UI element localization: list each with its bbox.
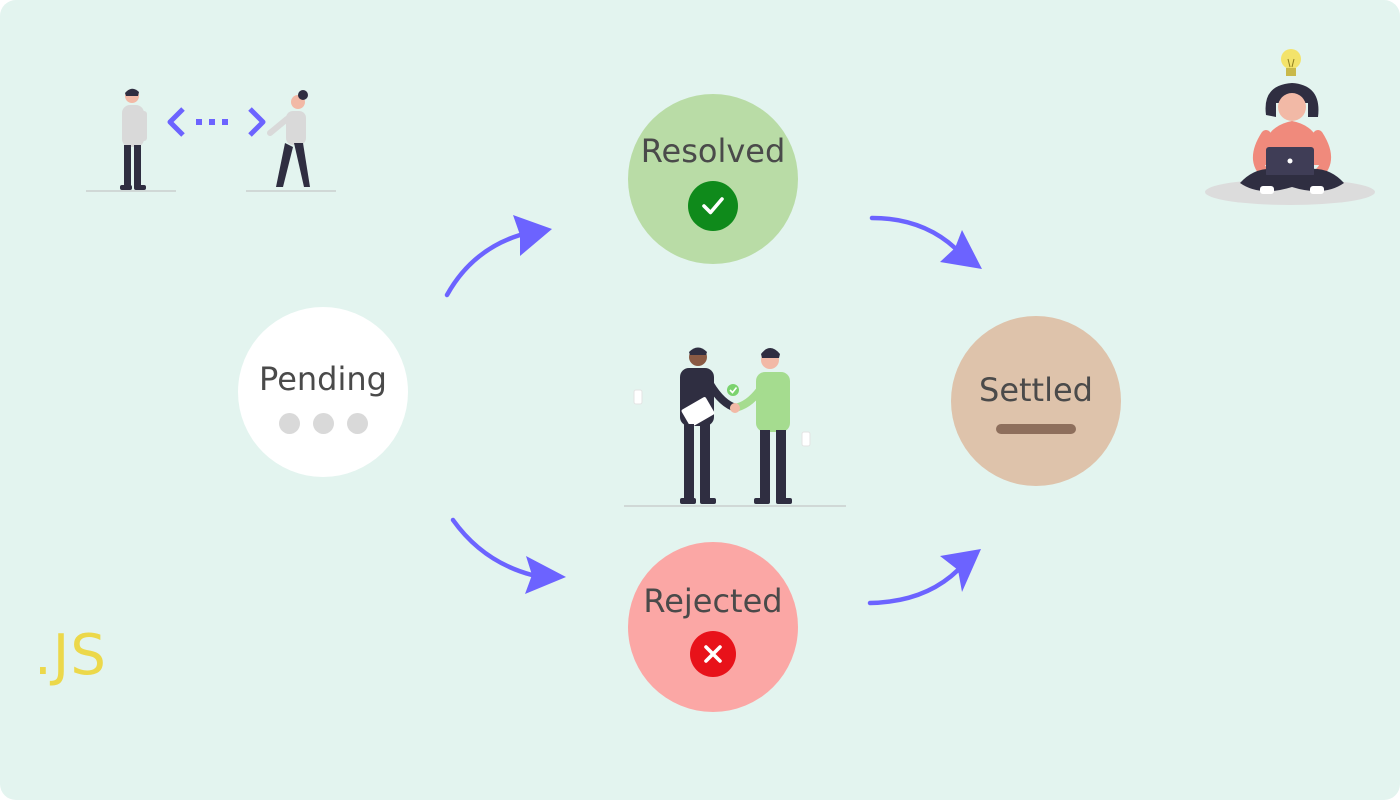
settled-label: Settled xyxy=(979,371,1093,409)
settled-state-node: Settled xyxy=(951,316,1121,486)
rejected-state-node: Rejected xyxy=(628,542,798,712)
dash-icon xyxy=(996,424,1076,434)
checkmark-icon xyxy=(688,181,738,231)
arrowhead-pending-to-resolved xyxy=(513,215,552,256)
arrowhead-pending-to-rejected xyxy=(525,556,566,594)
handshake-illustration xyxy=(624,347,846,507)
resolved-state-node: Resolved xyxy=(628,94,798,264)
arrow-pending-to-resolved xyxy=(444,232,523,298)
cross-icon xyxy=(690,631,736,677)
pending-state-node: Pending xyxy=(238,307,408,477)
js-logo: .JS xyxy=(34,623,107,688)
arrowhead-rejected-to-settled xyxy=(940,549,981,592)
resolved-label: Resolved xyxy=(640,132,786,170)
arrow-resolved-to-settled xyxy=(869,215,958,251)
laptop-user-illustration xyxy=(1205,49,1375,205)
arrowhead-resolved-to-settled xyxy=(940,230,982,269)
rejected-label: Rejected xyxy=(643,582,783,620)
loading-dots-icon xyxy=(278,412,368,434)
pending-label: Pending xyxy=(259,359,387,398)
arrow-rejected-to-settled xyxy=(867,567,961,606)
communication-illustration xyxy=(86,88,336,192)
arrow-pending-to-rejected xyxy=(450,517,535,578)
